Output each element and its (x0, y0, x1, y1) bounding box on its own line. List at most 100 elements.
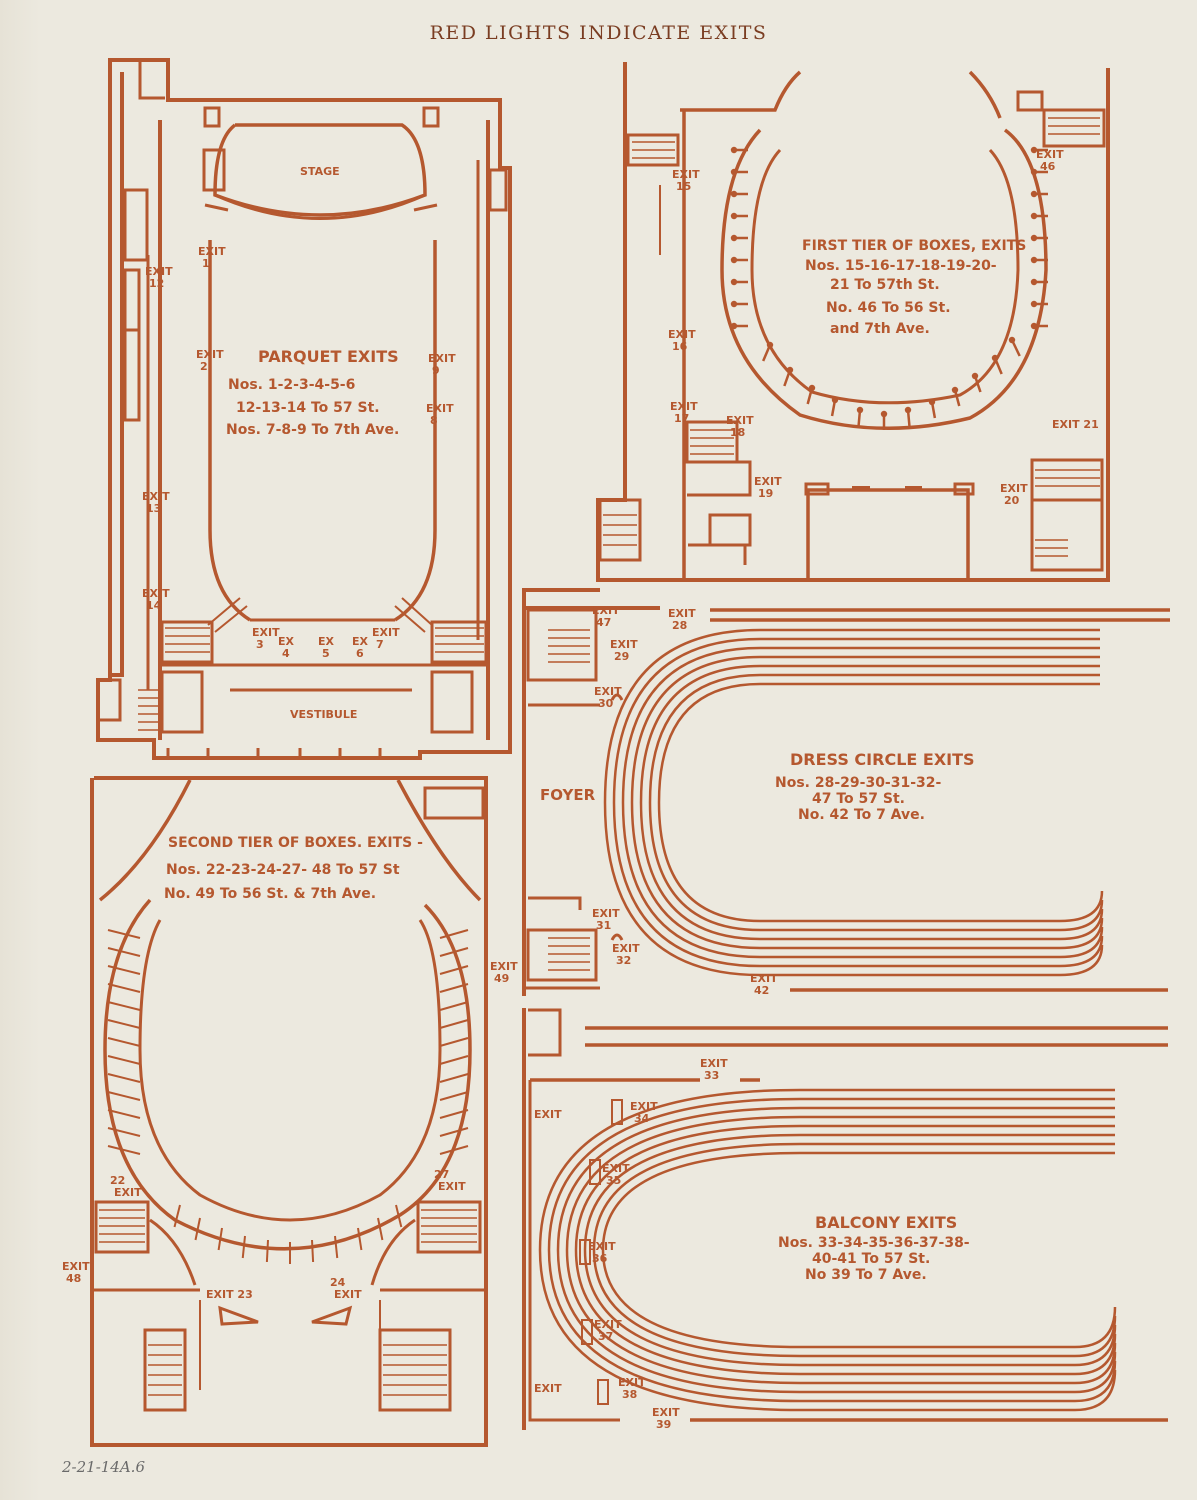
box-seat (904, 406, 912, 414)
exit-label-38: EXIT (618, 1376, 646, 1389)
exit-label-6: EX (352, 635, 369, 648)
exit-number-12: 12 (149, 277, 164, 290)
exit-number-33: 33 (704, 1069, 719, 1082)
seating-row (547, 1097, 1117, 1403)
box-seat (856, 406, 864, 414)
exit-number-36: 36 (592, 1252, 608, 1265)
box-partition (107, 1127, 141, 1137)
second-tier-labels: SECOND TIER OF BOXES. EXITS - Nos. 22-23… (164, 835, 423, 902)
exit-label-30: EXIT (594, 685, 622, 698)
exit-label-16: EXIT (668, 328, 696, 341)
exit-number-19: 19 (758, 487, 773, 500)
exit-label-47: EXIT (592, 604, 620, 617)
exit-label-41: EXIT (534, 1108, 562, 1121)
balcony-panel (522, 1008, 1168, 1430)
exit-label-37: EXIT (594, 1318, 622, 1331)
first-tier-title: FIRST TIER OF BOXES, EXITS (802, 238, 1026, 254)
exit-label-46: EXIT (1036, 148, 1064, 161)
exit-labels: EXIT1EXIT2EXIT12EXIT13EXIT14EXIT9EXIT8EX… (62, 148, 1099, 1431)
second-tier-boxes (107, 929, 469, 1264)
box-partition (107, 1145, 141, 1155)
box-partition (194, 1217, 201, 1241)
box-partition (377, 1217, 384, 1241)
box-seat (730, 322, 738, 330)
box-partition (107, 1055, 141, 1065)
exit-number-18: 18 (730, 426, 745, 439)
exit-number-17: 17 (674, 412, 689, 425)
exit-label-2: EXIT (196, 348, 224, 361)
exit-label-19: EXIT (754, 475, 782, 488)
page-header: RED LIGHTS INDICATE EXITS (429, 22, 768, 44)
exit-label-17: EXIT (670, 400, 698, 413)
exit-label-18: EXIT (726, 414, 754, 427)
exit-label-29: EXIT (610, 638, 638, 651)
exit-label-35: EXIT (602, 1162, 630, 1175)
box-partition (107, 1019, 141, 1029)
box-partition (311, 1239, 315, 1263)
box-partition (439, 983, 469, 993)
seating-row (574, 1124, 1117, 1376)
balcony-box (611, 1099, 623, 1125)
exit-label-28: EXIT (668, 607, 696, 620)
box-partition (107, 1001, 141, 1011)
box-partition (439, 1127, 469, 1137)
box-seat (1030, 300, 1038, 308)
seating-row (565, 1115, 1117, 1385)
box-seat (1030, 234, 1038, 242)
exit-number-13: 13 (146, 502, 161, 515)
box-seat (808, 384, 816, 392)
dress-circle-panel (522, 588, 1170, 996)
box-partition (439, 947, 469, 957)
exit-number-1: 1 (202, 257, 210, 270)
dress-circle-line-3: No. 42 To 7 Ave. (798, 807, 925, 823)
seating-row (603, 628, 1104, 977)
box-partition (439, 1073, 469, 1083)
exit-label-49: EXIT (490, 960, 518, 973)
room-foyer-label: FOYER (540, 786, 596, 804)
dress-circle-line-2: 47 To 57 St. (812, 791, 905, 807)
seating-row (556, 1106, 1117, 1394)
box-seat (730, 146, 738, 154)
box-seat (951, 386, 959, 394)
exit-number-15: 15 (676, 180, 691, 193)
exit-label-5: EX (318, 635, 335, 648)
balcony-line-3: No 39 To 7 Ave. (805, 1267, 927, 1283)
balcony-line-1: Nos. 33-34-35-36-37-38- (778, 1235, 970, 1251)
box-partition (265, 1239, 269, 1263)
box-seat (730, 168, 738, 176)
exit-number-30: 30 (598, 697, 614, 710)
box-seat (928, 398, 936, 406)
box-seat (1030, 212, 1038, 220)
first-tier-panel (596, 62, 1110, 582)
exit-label-42: EXIT (750, 972, 778, 985)
seating-row (592, 1142, 1117, 1358)
box-partition (357, 1227, 363, 1251)
box-partition (173, 1204, 181, 1228)
exit-number-2: 2 (200, 360, 208, 373)
box-seat (730, 300, 738, 308)
exit-number-31: 31 (596, 919, 611, 932)
balcony-title: BALCONY EXITS (815, 1213, 957, 1232)
exit-label-36: EXIT (588, 1240, 616, 1253)
box-seat (1030, 190, 1038, 198)
box-seat (730, 234, 738, 242)
box-seat (1030, 278, 1038, 286)
exit-number-27: EXIT (438, 1180, 466, 1193)
exit-label-14: EXIT (142, 587, 170, 600)
balcony-box (581, 1319, 593, 1345)
exit-number-46: 46 (1040, 160, 1056, 173)
parquet-line-3: Nos. 7-8-9 To 7th Ave. (226, 422, 399, 438)
balcony-line-2: 40-41 To 57 St. (812, 1251, 930, 1267)
exit-number-37: 37 (598, 1330, 613, 1343)
exit-number-49: 49 (494, 972, 509, 985)
exit-number-22: EXIT (114, 1186, 142, 1199)
balcony-box (589, 1159, 601, 1185)
box-partition (107, 947, 141, 957)
exit-label-27: 27 (434, 1168, 449, 1181)
seating-row (639, 664, 1104, 941)
box-partition (439, 1001, 469, 1011)
box-partition (217, 1227, 223, 1251)
parquet-line-1: Nos. 1-2-3-4-5-6 (228, 377, 355, 393)
box-partition (107, 965, 141, 975)
